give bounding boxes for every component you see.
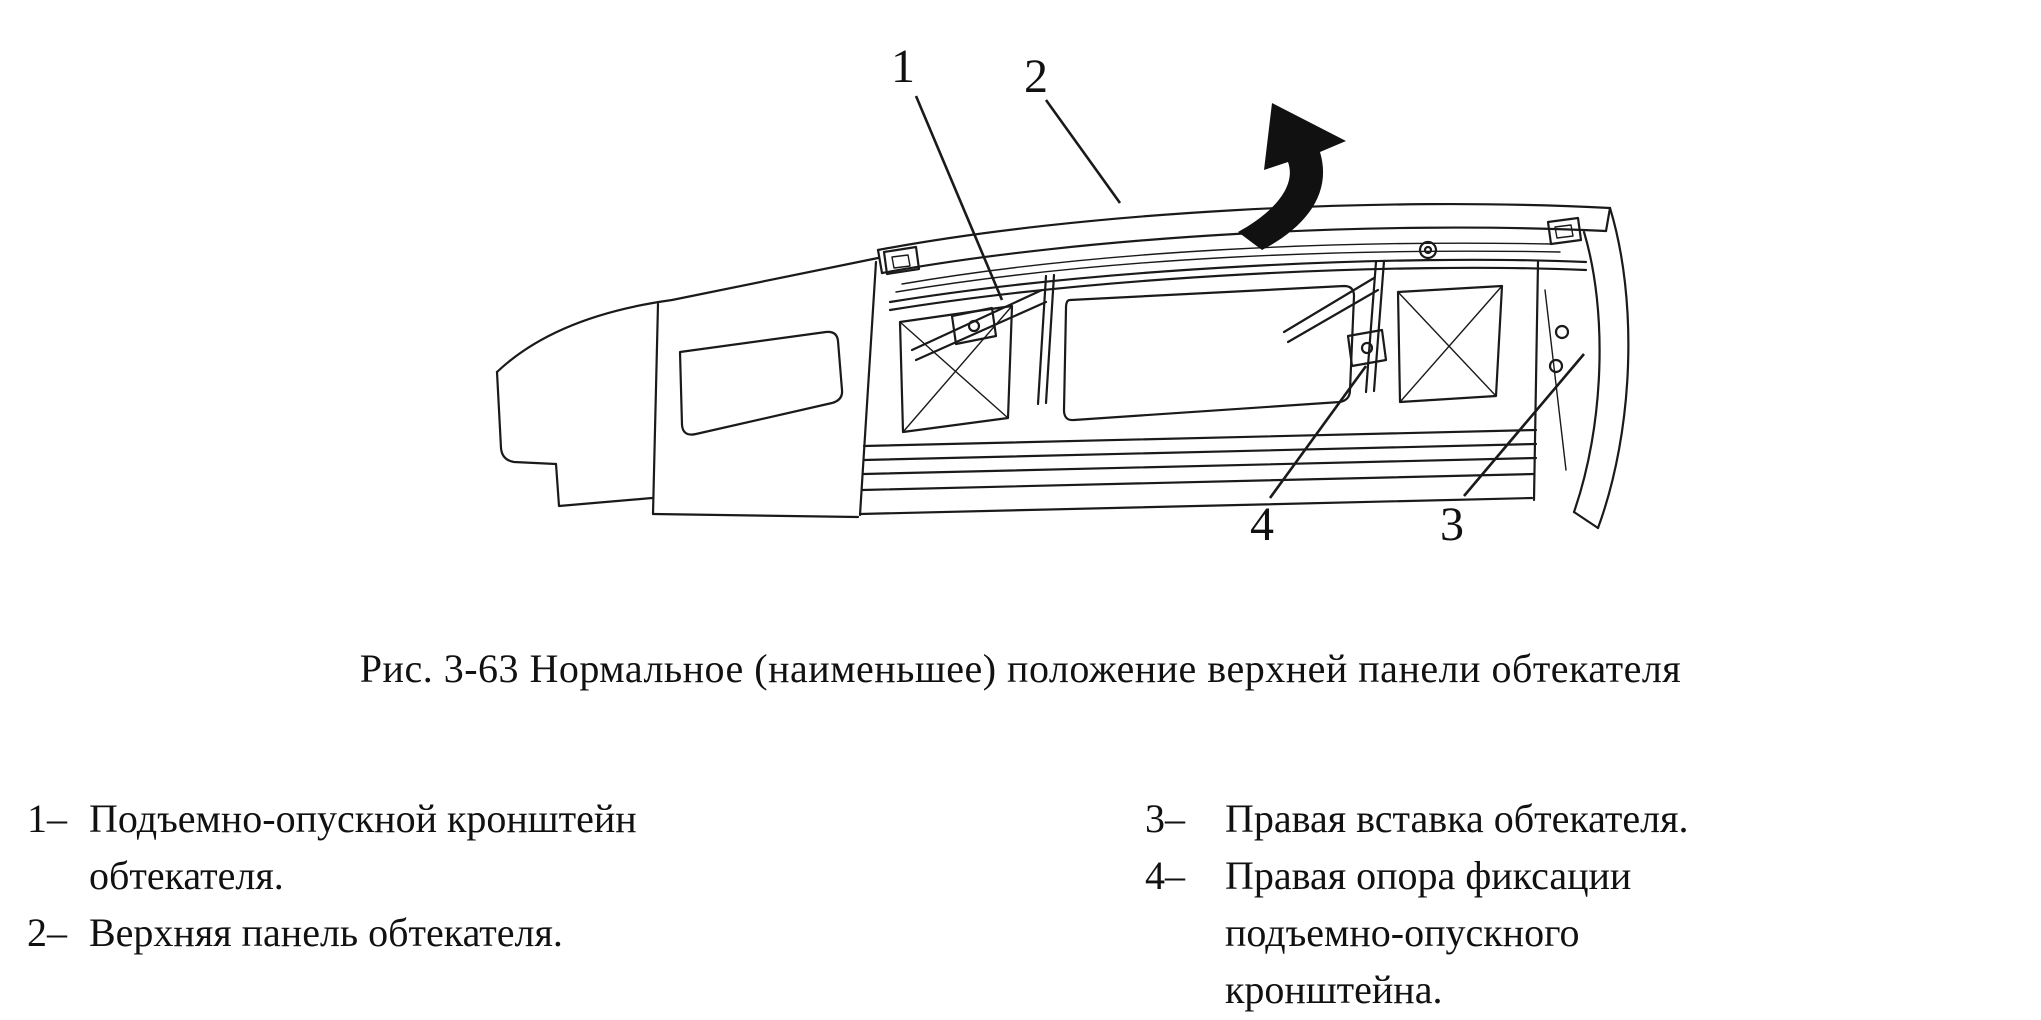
rear-windows [898,284,1504,434]
legend-item-2-number: 2– [27,910,67,955]
hinge-plates [882,216,1583,276]
fairing-top-panel [876,202,1612,293]
legend-item-3-number: 3– [1145,796,1185,841]
legend-item-1: 1– Подъемно-опускной кронштейн обтекател… [27,790,667,904]
figure-diagram: 1 2 4 3 [495,40,1630,551]
right-fairing-insert [1544,206,1630,530]
fairing-frame [858,258,1588,517]
legend-item-3-text: Правая вставка обтекателя. [1225,796,1689,841]
legend-item-2: 2– Верхняя панель обтекателя. [27,904,667,961]
right-fixing-support [1346,328,1388,368]
legend-item-1-number: 1– [27,796,67,841]
rotation-arrow [1238,103,1346,250]
figure-caption: Рис. 3-63 Нормальное (наименьшее) положе… [359,646,1682,691]
callout-number-4: 4 [1250,498,1274,551]
legend-item-1-text: Подъемно-опускной кронштейн обтекателя. [89,796,637,898]
legend-item-2-text: Верхняя панель обтекателя. [89,910,563,955]
figure-legend: 1– Подъемно-опускной кронштейн обтекател… [27,790,1805,1018]
legend-item-4-text: Правая опора фиксации подъемно-опускного… [1225,853,1632,1012]
legend-right-column: 3– Правая вставка обтекателя. 4– Правая … [1145,790,1805,1018]
callout-number-1: 1 [891,40,915,93]
legend-item-4-number: 4– [1145,853,1185,898]
legend-left-column: 1– Подъемно-опускной кронштейн обтекател… [27,790,667,1018]
lower-panel-ridges [858,428,1538,516]
callout-leaders [914,95,1585,499]
fairing-line-drawing: 1 2 4 3 [495,40,1630,551]
legend-item-4: 4– Правая опора фиксации подъемно-опускн… [1145,847,1805,1018]
callout-number-2: 2 [1024,50,1048,103]
legend-item-3: 3– Правая вставка обтекателя. [1145,790,1805,847]
cab-body [495,256,880,519]
callout-number-3: 3 [1440,498,1464,551]
